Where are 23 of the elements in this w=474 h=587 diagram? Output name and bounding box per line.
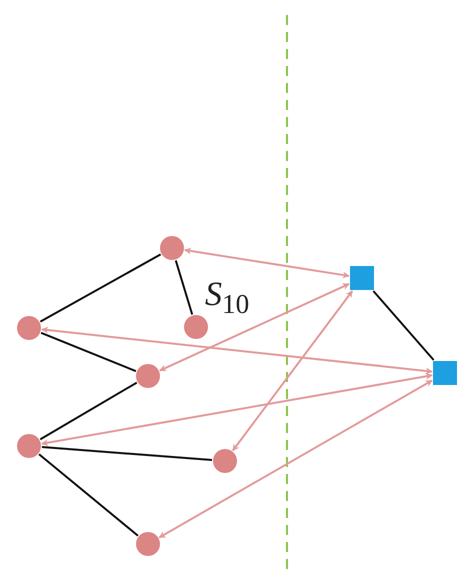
connector-line — [372, 290, 434, 361]
circle-node — [213, 449, 237, 473]
connector-line — [38, 454, 139, 536]
circle-node — [160, 236, 184, 260]
circle-node — [136, 364, 160, 388]
square-node — [433, 361, 457, 385]
set-label: S$_{10}$ — [205, 278, 250, 318]
circle-node — [136, 532, 160, 556]
arrow — [232, 290, 354, 452]
arrow — [159, 283, 350, 372]
circle-node — [17, 316, 41, 340]
arrow — [41, 326, 433, 374]
arrow — [41, 372, 433, 446]
connector-line — [40, 382, 138, 440]
circle-node — [17, 434, 41, 458]
arrow — [158, 380, 433, 538]
circle-node — [184, 315, 208, 339]
square-node — [350, 266, 374, 290]
connector-line — [174, 260, 194, 315]
arrow — [184, 248, 350, 278]
connector-line — [42, 446, 212, 461]
connector-line — [40, 253, 162, 323]
connector-line — [40, 332, 136, 372]
